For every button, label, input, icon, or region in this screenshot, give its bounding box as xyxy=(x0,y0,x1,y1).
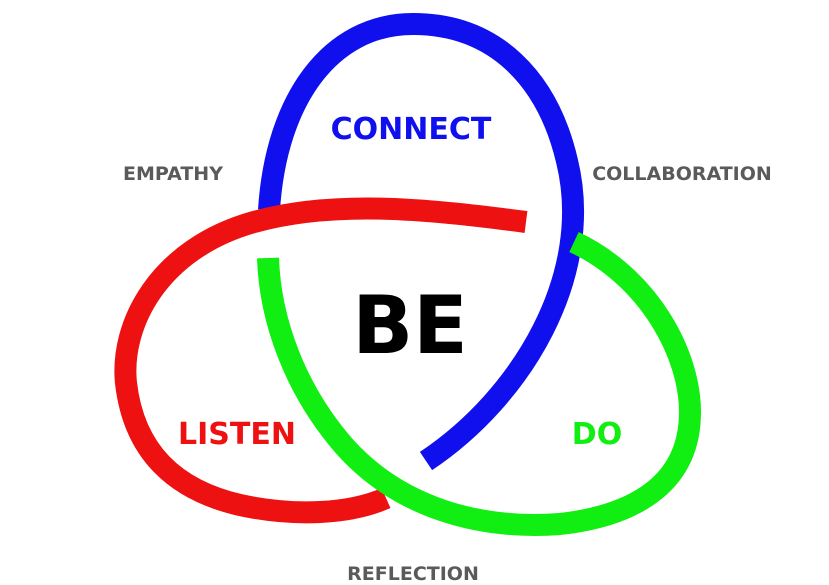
connect-label: CONNECT xyxy=(331,112,492,147)
empathy-label: EMPATHY xyxy=(123,163,223,185)
listen-loop xyxy=(114,197,528,524)
collaboration-label: COLLABORATION xyxy=(592,163,772,185)
do-label: DO xyxy=(572,417,622,452)
listen-label: LISTEN xyxy=(178,417,296,452)
do-loop xyxy=(257,232,702,536)
center-label: BE xyxy=(352,279,468,372)
reflection-label: REFLECTION xyxy=(347,563,479,585)
connect-loop xyxy=(258,12,585,471)
